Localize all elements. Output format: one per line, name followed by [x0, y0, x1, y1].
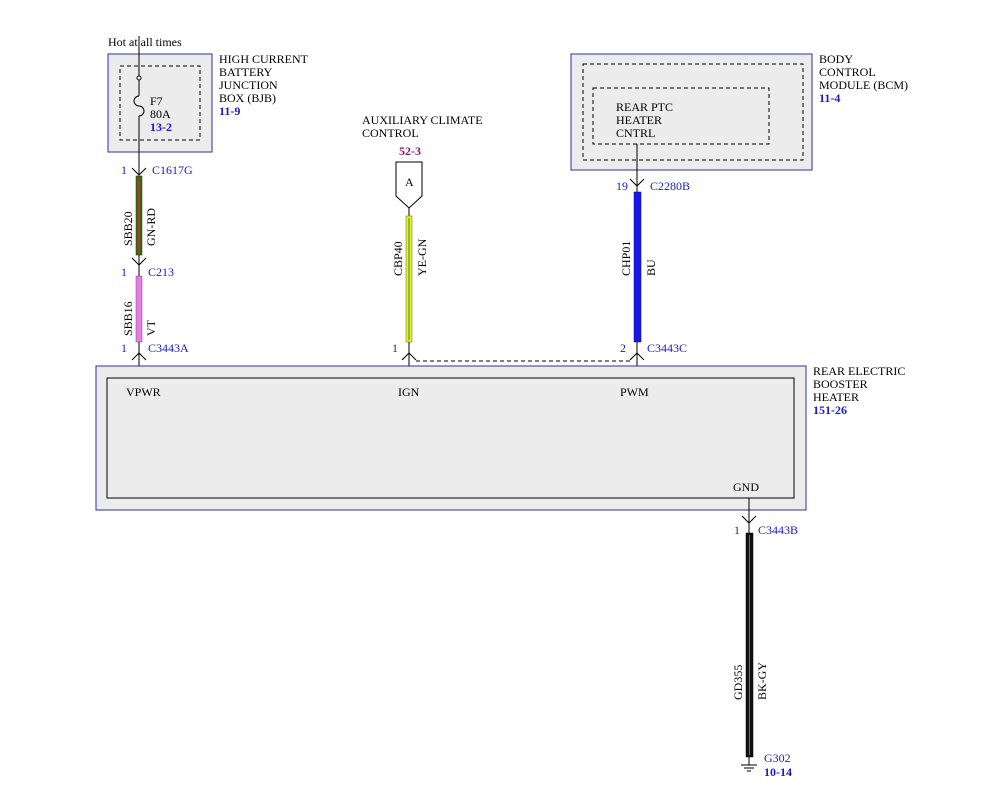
ign-pin-label: IGN — [398, 385, 420, 399]
connector-a-letter: A — [405, 175, 414, 189]
c3443a-connector-symbol — [131, 352, 147, 361]
c3443c-connector-label[interactable]: C3443C — [647, 341, 687, 355]
wire-cbp40-circuit: CBP40 — [391, 241, 405, 276]
svg-text:JUNCTION: JUNCTION — [219, 78, 278, 92]
connector-a-pentagon[interactable] — [395, 161, 423, 209]
svg-text:HEATER: HEATER — [616, 113, 662, 127]
wire-sbb16-color: VT — [144, 319, 158, 336]
ign-connector-pin: 1 — [392, 341, 398, 355]
c3443b-connector-symbol — [741, 515, 757, 524]
c2280b-connector-symbol — [629, 178, 645, 187]
ign-connector-symbol — [401, 352, 417, 361]
wire-sbb20-color: GN-RD — [144, 208, 158, 246]
svg-text:BOOSTER: BOOSTER — [813, 377, 868, 391]
svg-text:BOX (BJB): BOX (BJB) — [219, 91, 276, 105]
c3443a-pin: 1 — [121, 341, 127, 355]
ground-g302-symbol[interactable] — [741, 757, 757, 772]
svg-text:11-9: 11-9 — [219, 104, 240, 118]
svg-text:BATTERY: BATTERY — [219, 65, 273, 79]
fuse-id: F7 — [150, 94, 163, 108]
fuse-rating: 80A — [150, 107, 171, 121]
bjb-box[interactable] — [107, 53, 213, 153]
wire-chp01-circuit: CHP01 — [619, 241, 633, 276]
c1617g-pin: 1 — [121, 163, 127, 177]
svg-text:CONTROL: CONTROL — [362, 126, 419, 140]
svg-text:151-26: 151-26 — [813, 403, 847, 417]
wire-sbb20-circuit: SBB20 — [121, 211, 135, 246]
wire-sbb16[interactable] — [135, 275, 143, 343]
c213-pin: 1 — [121, 265, 127, 279]
bcm-inner-label: REAR PTC HEATER CNTRL — [616, 100, 673, 140]
wire-sbb16-circuit: SBB16 — [121, 301, 135, 336]
c3443a-connector-label[interactable]: C3443A — [148, 341, 189, 355]
svg-text:AUXILIARY CLIMATE: AUXILIARY CLIMATE — [362, 113, 483, 127]
c213-connector-symbol — [131, 257, 147, 266]
svg-text:11-4: 11-4 — [819, 91, 840, 105]
c3443b-pin: 1 — [734, 523, 740, 537]
bcm-dashed-enclosure — [582, 63, 804, 161]
c213-connector-label[interactable]: C213 — [148, 265, 174, 279]
wire-cbp40-color: YE-GN — [415, 238, 429, 276]
c3443c-pin: 2 — [620, 341, 626, 355]
gnd-pin-label: GND — [733, 480, 759, 494]
svg-text:BODY: BODY — [819, 52, 853, 66]
bcm-rear-ptc-heater-control — [592, 87, 770, 145]
bjb-label: HIGH CURRENT BATTERY JUNCTION BOX (BJB) … — [219, 52, 309, 118]
c2280b-connector-label[interactable]: C2280B — [650, 179, 690, 193]
heater-label: REAR ELECTRIC BOOSTER HEATER 151-26 — [813, 364, 905, 417]
vpwr-pin-label: VPWR — [126, 385, 161, 399]
wire-chp01-color: BU — [644, 259, 658, 276]
svg-text:REAR ELECTRIC: REAR ELECTRIC — [813, 364, 905, 378]
ground-id: G302 — [764, 751, 791, 765]
pwm-pin-label: PWM — [620, 385, 649, 399]
wire-gd355-color: BK-GY — [755, 662, 769, 700]
heater-inner-box — [106, 377, 795, 499]
svg-text:CNTRL: CNTRL — [616, 126, 655, 140]
hot-at-all-times-label: Hot at all times — [108, 35, 182, 49]
wire-chp01[interactable] — [633, 191, 642, 343]
svg-text:HEATER: HEATER — [813, 390, 859, 404]
svg-text:CONTROL: CONTROL — [819, 65, 876, 79]
fuse-f7-symbol[interactable] — [133, 36, 145, 160]
rear-electric-booster-heater-box[interactable] — [95, 365, 807, 511]
bcm-label: BODY CONTROL MODULE (BCM) 11-4 — [819, 52, 908, 105]
fuse-ref: 13-2 — [150, 120, 172, 134]
aux-climate-ref: 52-3 — [399, 144, 421, 158]
ground-ref: 10-14 — [764, 765, 792, 779]
svg-text:MODULE (BCM): MODULE (BCM) — [819, 78, 908, 92]
svg-text:HIGH CURRENT: HIGH CURRENT — [219, 52, 309, 66]
c1617g-connector-label[interactable]: C1617G — [152, 163, 193, 177]
c2280b-pin: 19 — [616, 179, 628, 193]
svg-text:REAR PTC: REAR PTC — [616, 100, 673, 114]
c3443b-connector-label[interactable]: C3443B — [758, 523, 798, 537]
wire-gd355-circuit: GD355 — [731, 665, 745, 700]
c3443c-connector-symbol — [629, 352, 645, 361]
bcm-box[interactable] — [570, 53, 813, 171]
aux-climate-label: AUXILIARY CLIMATE CONTROL — [362, 113, 483, 140]
